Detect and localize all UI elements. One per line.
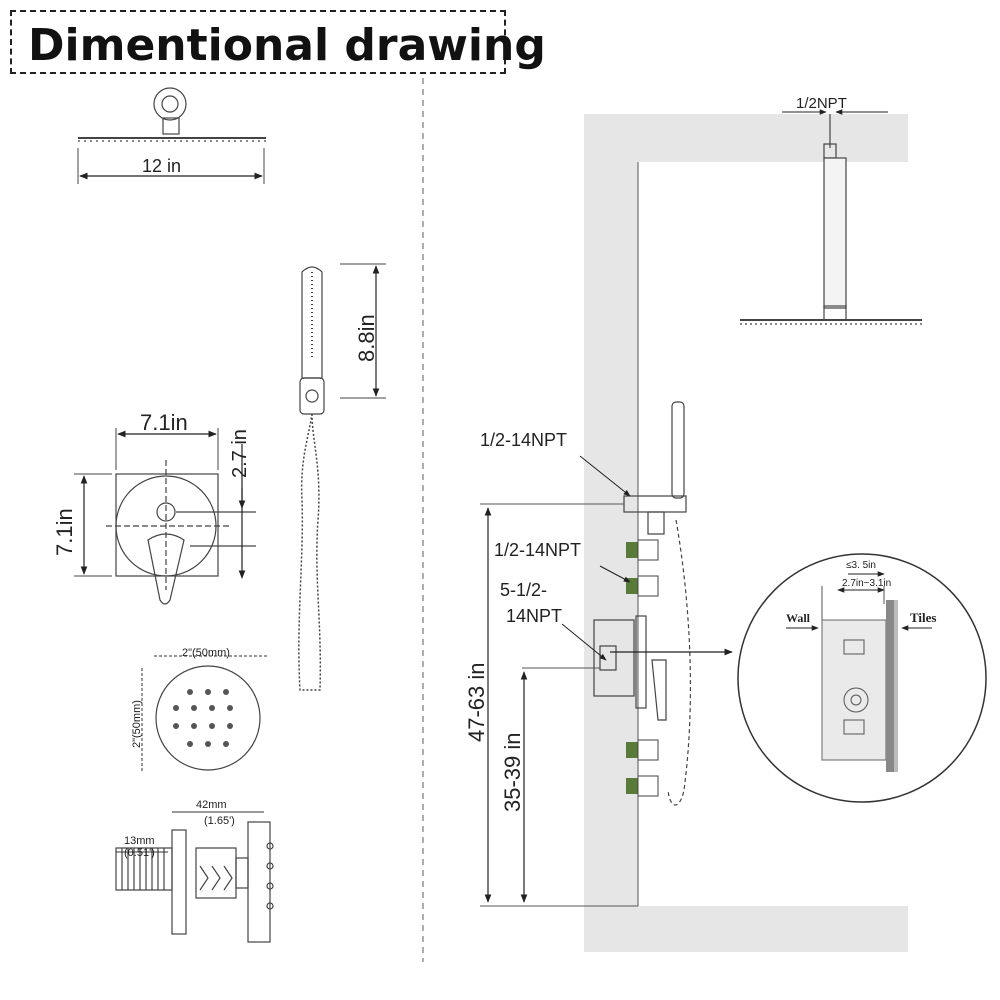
jet-depth-dimension: 42mm (1.65') (172, 799, 264, 827)
body-jets-lower (626, 739, 659, 797)
handheld-shower-drawing (298, 266, 325, 691)
shower-head-drawing (78, 87, 266, 142)
ceiling-rain-shower (740, 114, 922, 325)
detail-circle: ≤3. 5in 2.7in~3.1in Wall Tiles (737, 553, 987, 803)
handheld-length-label: 8.8in (354, 314, 379, 362)
jet-width-dimension: 2"(50mm) (154, 647, 268, 659)
valve-width-label: 7.1in (140, 410, 188, 435)
jet-height-label: 2"(50mm) (131, 700, 143, 748)
valve-trim-drawing (106, 460, 256, 605)
valve-height-floor-dimension: 35-39 in (500, 667, 600, 903)
jet-height-dimension: 2"(50mm) (131, 668, 143, 772)
detail-max-label: ≤3. 5in (846, 560, 876, 571)
valve-offset-label: 2.7 in (229, 429, 251, 478)
valve-offset-dimension: 2.7 in (229, 429, 251, 579)
thread-in-label: (0.51') (124, 847, 155, 859)
page-title: Dimentional drawing (28, 20, 546, 71)
thread-dimension: 13mm (0.51') (116, 835, 168, 859)
valve-thread-label-1: 5-1/2- (500, 580, 547, 600)
detail-wall-label: Wall (786, 611, 811, 625)
valve-width-dimension: 7.1in (115, 410, 219, 470)
elbow-thread-callout: 1/2-14NPT (480, 430, 631, 497)
rough-in-valve (593, 615, 667, 721)
title-box: Dimentional drawing (10, 10, 546, 74)
valve-thread-callout: 5-1/2- 14NPT (500, 580, 607, 661)
jet-thread-label: 1/2-14NPT (494, 540, 581, 560)
valve-height-label: 7.1in (52, 508, 77, 556)
elbow-height-dimension: 47-63 in (464, 503, 638, 907)
jet-depth-in-label: (1.65') (204, 815, 235, 827)
elbow-height-label: 47-63 in (464, 662, 489, 742)
body-jet-front-drawing (155, 665, 261, 771)
arm-thread-callout: 1/2NPT (782, 95, 888, 115)
valve-thread-label-2: 14NPT (506, 606, 562, 626)
detail-tiles-label: Tiles (910, 610, 937, 625)
head-width-dimension: 12 in (77, 148, 265, 184)
elbow-thread-label: 1/2-14NPT (480, 430, 567, 450)
handheld-length-dimension: 8.8in (340, 263, 386, 399)
jet-thread-callout: 1/2-14NPT (494, 540, 631, 583)
arm-thread-label: 1/2NPT (796, 95, 847, 112)
detail-range-label: 2.7in~3.1in (842, 578, 891, 589)
wall-section (584, 114, 908, 952)
valve-height-floor-label: 35-39 in (500, 732, 525, 812)
valve-height-dimension: 7.1in (52, 473, 112, 577)
jet-depth-mm-label: 42mm (196, 799, 227, 811)
thread-mm-label: 13mm (124, 835, 155, 847)
jet-width-label: 2"(50mm) (182, 647, 230, 659)
head-width-label: 12 in (142, 156, 181, 176)
body-jet-side-drawing (115, 821, 274, 943)
